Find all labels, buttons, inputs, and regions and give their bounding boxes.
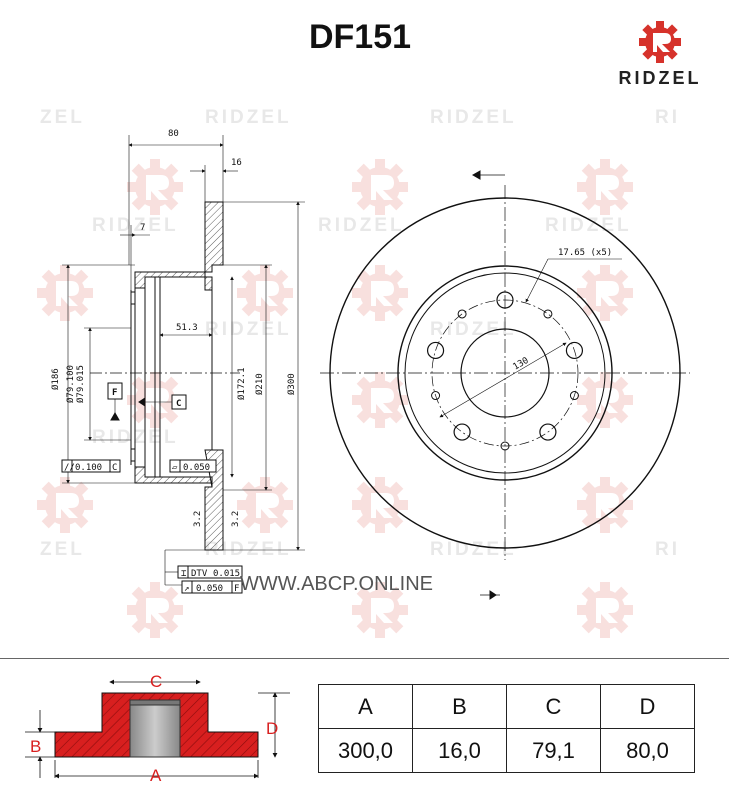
watermark-text: RIDZEL: [205, 107, 292, 128]
tol-dtv-label: DTV: [191, 569, 208, 579]
tol-dtv-value: 0.015: [213, 569, 240, 579]
watermark-gear-icon: [127, 159, 183, 215]
gear-tooth: [639, 38, 647, 46]
table-cell: 300,0: [318, 728, 413, 773]
technical-drawing: ZEL RIDZEL RIDZEL RI RIDZEL RIDZEL RIDZE…: [37, 107, 690, 638]
runout-icon: ↗: [184, 584, 189, 594]
watermark-text: ZEL: [40, 107, 85, 128]
dim-dia-79-015: Ø79.015: [75, 365, 86, 403]
small-hole: [569, 391, 579, 401]
parallelism-icon: //: [64, 463, 75, 473]
watermark-text: RIDZEL: [205, 539, 292, 560]
dim-51-3: 51.3: [176, 323, 198, 333]
table-header: A: [318, 684, 413, 729]
table-cell: 79,1: [506, 728, 601, 773]
tol-flatness-value: 0.050: [183, 463, 210, 473]
page-title: DF151: [308, 18, 412, 56]
tol-parallel-value: 0.100: [75, 463, 102, 473]
dim-dia-172-1: Ø172.1: [236, 367, 247, 400]
dim-dia-210: Ø210: [254, 373, 265, 395]
datum-c: C: [176, 399, 181, 409]
tol-runout-ref: F: [234, 584, 239, 594]
dim-dia-186: Ø186: [50, 368, 61, 390]
legend-label-b: B: [30, 737, 41, 756]
watermark-text: ZEL: [40, 539, 85, 560]
roughness-1: 3.2: [193, 511, 203, 527]
small-hole: [457, 309, 467, 319]
bolt-hole: [539, 423, 557, 441]
watermark-text: RIDZEL: [430, 319, 517, 340]
watermark-text-layer: ZEL RIDZEL RIDZEL RI RIDZEL RIDZEL RIDZE…: [40, 107, 680, 560]
watermark-gear-icon: [237, 265, 293, 321]
pcd-label: 130: [512, 356, 531, 373]
legend-label-a: A: [150, 766, 162, 785]
watermark-gear-icon: [352, 372, 408, 428]
watermark-gear-icon: [577, 265, 633, 321]
gear-tooth: [656, 21, 664, 29]
bolt-hole: [453, 423, 471, 441]
legend-label-c: C: [150, 672, 162, 691]
table-header: B: [412, 684, 507, 729]
brand-name: RIDZEL: [618, 68, 702, 88]
bolt-hole: [426, 341, 445, 360]
tol-runout-value: 0.050: [196, 584, 223, 594]
legend-label-d: D: [266, 719, 278, 738]
watermark-gear-icon: [577, 477, 633, 533]
table-header: D: [600, 684, 695, 729]
watermark-gear-icon: [37, 477, 93, 533]
watermark-text: RIDZEL: [318, 215, 405, 236]
watermark-gear-icon: [352, 159, 408, 215]
watermark-gear-icon: [37, 265, 93, 321]
watermark-text: RI: [655, 107, 680, 128]
small-hole: [543, 309, 553, 319]
watermark-gear-icon: [127, 582, 183, 638]
legend-disc-profile: [54, 692, 259, 758]
watermark-text: RIDZEL: [205, 319, 292, 340]
watermark-gear-icon: [577, 582, 633, 638]
dim-80: 80: [168, 129, 179, 139]
brand-logo: RIDZEL: [610, 18, 710, 93]
table-cell: 16,0: [412, 728, 507, 773]
dim-dia-79-100: Ø79.100: [65, 365, 76, 403]
tol-parallel-ref: C: [112, 463, 117, 473]
watermark-gear-icon: [237, 477, 293, 533]
section-view: [61, 135, 305, 594]
table-row: 300,0 16,0 79,1 80,0: [318, 728, 695, 773]
dim-7: 7: [140, 223, 145, 233]
flatness-icon: ▱: [172, 463, 178, 473]
watermark-gear-layer: [37, 159, 633, 638]
watermark-gear-icon: [352, 265, 408, 321]
small-hole-group: [431, 309, 579, 451]
site-watermark: WWW.ABCP.ONLINE: [240, 573, 433, 595]
front-view: [320, 170, 690, 600]
watermark-text: RIDZEL: [545, 215, 632, 236]
legend-diagram: C A B D: [25, 672, 290, 785]
dim-16: 16: [231, 158, 242, 168]
watermark-gear-icon: [577, 159, 633, 215]
spec-table: A B C D 300,0 16,0 79,1 80,0: [318, 684, 695, 773]
watermark-text: RIDZEL: [92, 215, 179, 236]
dim-dia-300: Ø300: [286, 373, 297, 395]
gear-tooth: [673, 38, 681, 46]
table-row: A B C D: [318, 684, 695, 729]
watermark-text: RIDZEL: [430, 539, 517, 560]
table-cell: 80,0: [600, 728, 695, 773]
gear-logo-icon: [639, 21, 681, 63]
watermark-text: RIDZEL: [430, 107, 517, 128]
roughness-2: 3.2: [231, 511, 241, 527]
bolt-hole-label: 17.65 (x5): [558, 248, 612, 258]
watermark-text: RI: [655, 539, 680, 560]
gear-tooth: [656, 55, 664, 63]
table-header: C: [506, 684, 601, 729]
divider: [0, 658, 729, 659]
thickness-variation-icon: ⌶: [181, 569, 187, 579]
watermark-gear-icon: [352, 477, 408, 533]
datum-f: F: [112, 388, 117, 398]
